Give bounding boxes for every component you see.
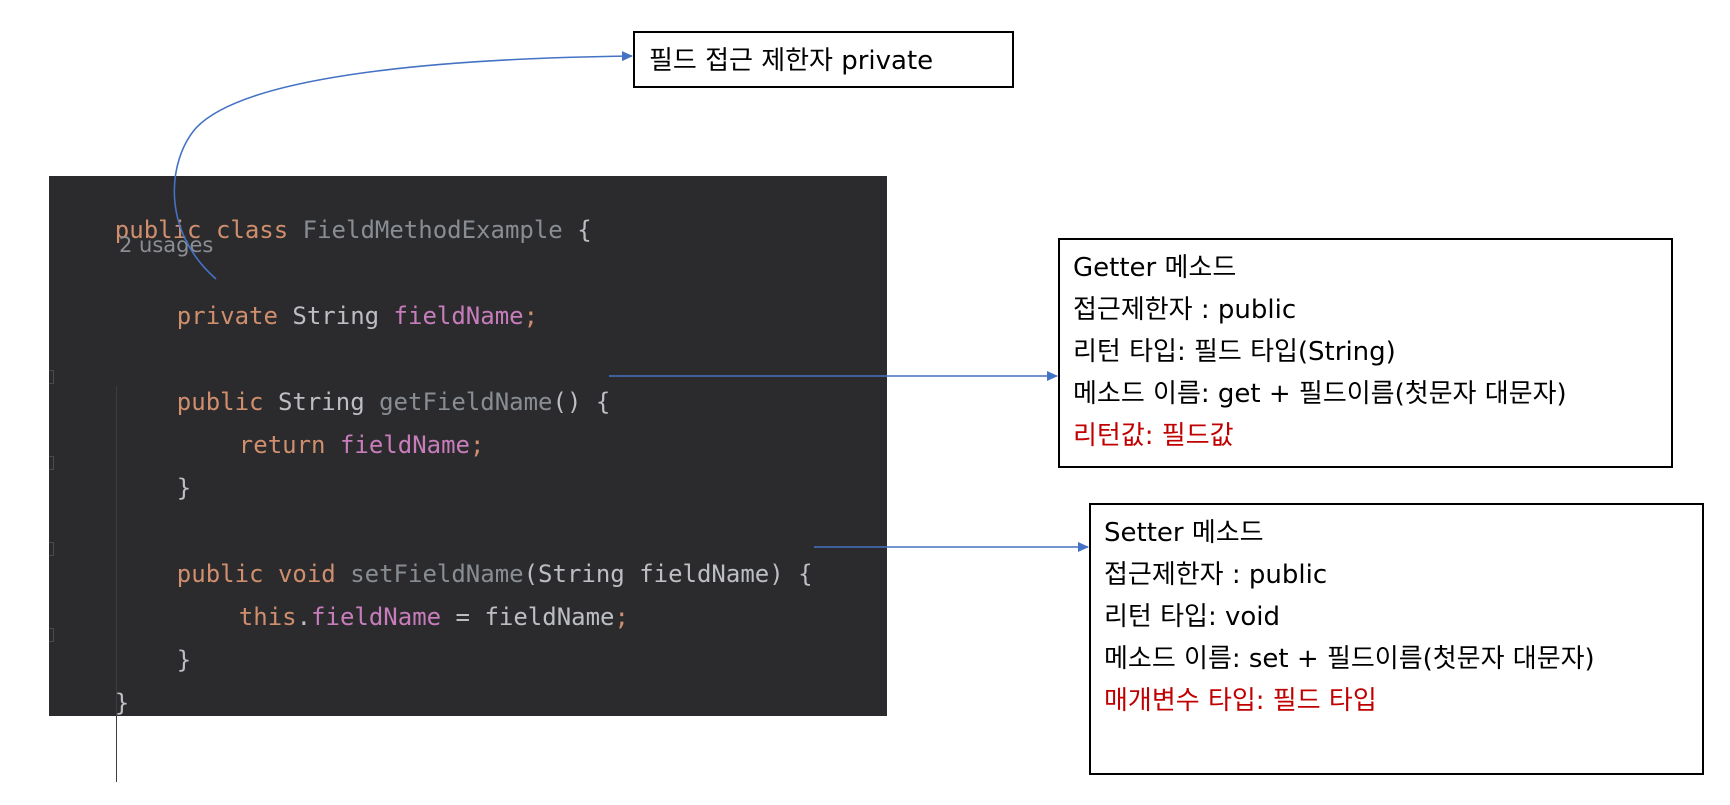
setter-note-return-type: 리턴 타입: void — [1104, 602, 1280, 632]
fold-marker[interactable] — [49, 370, 54, 384]
setter-note-param-type: 매개변수 타입: 필드 타입 — [1104, 686, 1377, 716]
code-line-return: return fieldName; — [181, 400, 485, 490]
code-token-keyword: public — [176, 388, 278, 416]
code-token-brace: } — [176, 646, 192, 674]
code-line-close-brace: } — [57, 658, 129, 748]
fold-marker[interactable] — [49, 628, 54, 642]
getter-note: Getter 메소드 접근제한자 : public 리턴 타입: 필드 타입(S… — [1058, 238, 1673, 468]
code-line-close-brace: } — [119, 615, 191, 705]
private-modifier-note: 필드 접근 제한자 private — [633, 31, 1014, 88]
getter-note-method-name: 메소드 이름: get + 필드이름(첫문자 대문자) — [1073, 379, 1567, 409]
getter-note-access: 접근제한자 : public — [1073, 295, 1297, 325]
setter-note-access: 접근제한자 : public — [1104, 560, 1328, 590]
code-line-field-decl: private String fieldName; — [119, 271, 538, 361]
code-token-semicolon: ; — [470, 431, 485, 459]
setter-note-method-name: 메소드 이름: set + 필드이름(첫문자 대문자) — [1104, 644, 1595, 674]
code-token-dot: . — [296, 603, 312, 631]
code-token-field: fieldName — [339, 431, 470, 459]
code-token-semicolon: ; — [614, 603, 629, 631]
code-token-method: setFieldName — [350, 560, 524, 588]
code-token-assign: = fieldName — [441, 603, 615, 631]
code-token-brace: } — [176, 474, 192, 502]
indent-guide — [116, 558, 117, 782]
setter-note: Setter 메소드 접근제한자 : public 리턴 타입: void 메소… — [1089, 503, 1704, 775]
code-token-brace: } — [114, 689, 130, 717]
code-line-setter-decl: public void setFieldName(String fieldNam… — [119, 529, 813, 619]
code-token-keyword: this — [238, 603, 297, 631]
note-text: 필드 접근 제한자 private — [649, 46, 934, 76]
code-token-punct: () { — [552, 388, 611, 416]
code-line-getter-decl: public String getFieldName() { — [119, 357, 611, 447]
code-token-type: String — [292, 302, 394, 330]
code-token-keyword: public — [176, 560, 278, 588]
code-token-semicolon: ; — [523, 302, 539, 330]
code-token-keyword: void — [277, 560, 351, 588]
setter-note-title: Setter 메소드 — [1104, 518, 1264, 548]
code-line-close-brace: } — [119, 443, 191, 533]
fold-marker[interactable] — [49, 542, 54, 556]
code-token-method: getFieldName — [379, 388, 553, 416]
code-token-type: String — [277, 388, 380, 416]
code-token-brace: { — [577, 216, 592, 244]
getter-note-title: Getter 메소드 — [1073, 253, 1237, 283]
code-token-keyword: private — [176, 302, 293, 330]
code-editor-panel: public class FieldMethodExample { 2 usag… — [49, 176, 887, 782]
usages-hint[interactable]: 2 usages — [119, 233, 214, 257]
code-token-keyword: class — [215, 216, 303, 244]
code-token-keyword: return — [238, 431, 340, 459]
code-line-assignment: this.fieldName = fieldName; — [181, 572, 629, 662]
fold-marker[interactable] — [49, 456, 54, 470]
code-token-field: fieldName — [311, 603, 442, 631]
code-token-class-name: FieldMethodExample — [302, 216, 578, 244]
getter-note-return-type: 리턴 타입: 필드 타입(String) — [1073, 337, 1396, 367]
indent-guide — [116, 386, 117, 610]
getter-note-return-value: 리턴값: 필드값 — [1073, 421, 1234, 451]
code-token-params: (String fieldName) { — [523, 560, 813, 588]
code-token-field: fieldName — [393, 302, 524, 330]
